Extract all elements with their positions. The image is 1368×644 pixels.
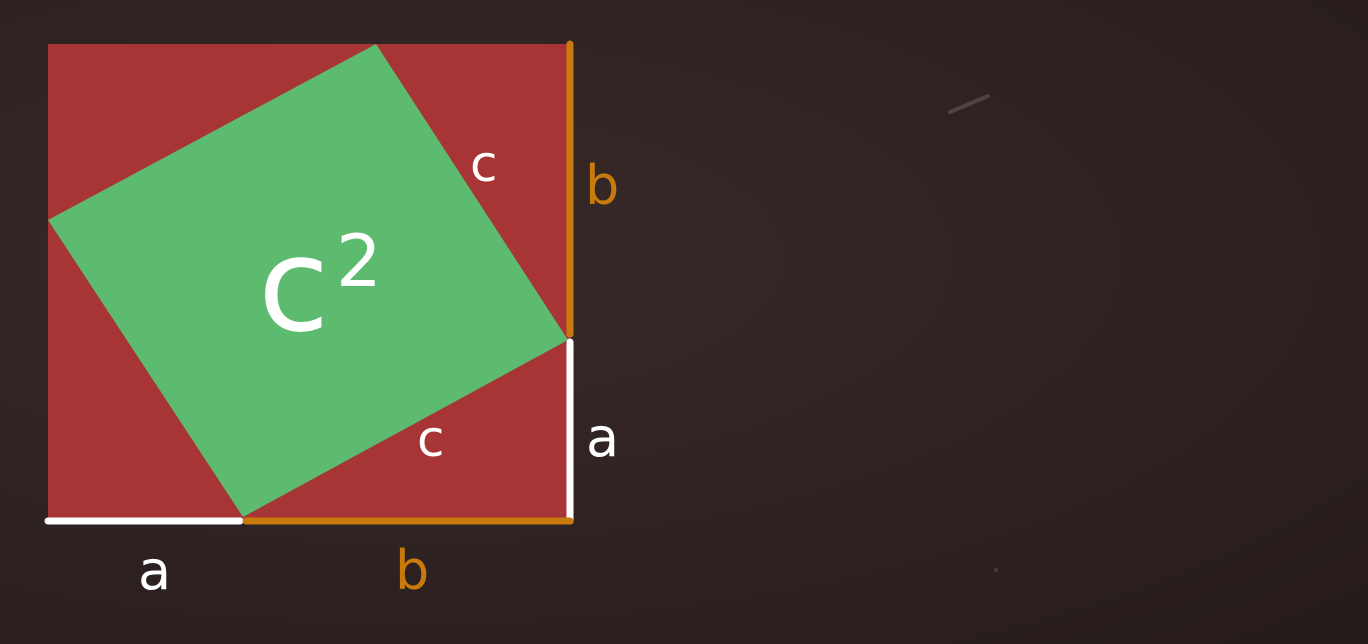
label-center-c: c xyxy=(258,209,329,361)
inner-square-c-squared xyxy=(48,44,568,517)
label-bottom-b: b xyxy=(395,539,429,602)
label-center-exponent: 2 xyxy=(336,219,382,303)
chalk-dot xyxy=(994,568,998,572)
chalk-smudge xyxy=(948,94,990,114)
label-right-a: a xyxy=(586,406,619,469)
label-hyp-lower-c: c xyxy=(417,410,445,468)
label-bottom-a: a xyxy=(138,539,171,602)
label-hyp-upper-c: c xyxy=(470,135,498,193)
label-right-b: b xyxy=(585,154,619,217)
